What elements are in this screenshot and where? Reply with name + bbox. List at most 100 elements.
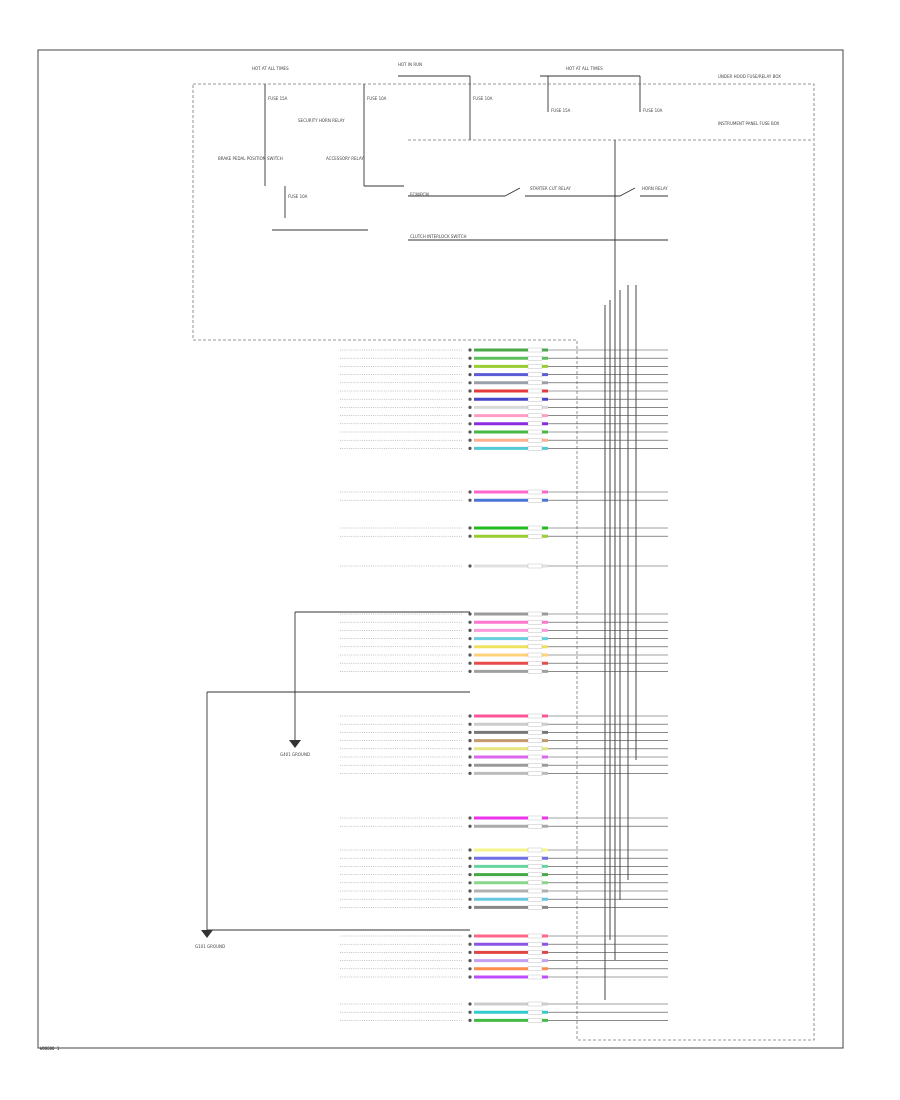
connector-pin [468, 714, 472, 718]
wire-color-code-box [527, 372, 543, 377]
connector-pin [468, 373, 472, 377]
wire-color-code-box [527, 421, 543, 426]
ground-label-lower: G101 GROUND [195, 944, 225, 949]
top-header: HOT AT ALL TIMES HOT IN RUN HOT AT ALL T… [252, 62, 781, 126]
connector-pin [468, 534, 472, 538]
connector-pin [468, 637, 472, 641]
wire-color-code-box [527, 397, 543, 402]
connector-pin [468, 498, 472, 502]
wire-color-code-box [527, 942, 543, 947]
diagram-border [37, 49, 844, 1049]
wire-row [340, 636, 668, 641]
connector-pin [468, 755, 472, 759]
wire-row [340, 864, 668, 869]
top-label-2: HOT IN RUN [398, 62, 422, 67]
wire-row [340, 372, 668, 377]
wire-row [340, 628, 668, 633]
wire-color-code-box [527, 1001, 543, 1007]
device-ecm-pcm: ECM/PCM [410, 192, 429, 197]
wire-color-code-box [527, 888, 543, 894]
wire-color-code-box [527, 446, 543, 451]
wire-color-code-box [527, 950, 543, 955]
connector-wire-rows [340, 347, 668, 1023]
wire-row [340, 713, 668, 719]
wire-color-code-box [527, 966, 543, 971]
wire-color-code-box [527, 356, 543, 361]
wire-row [340, 738, 668, 743]
connector-pin [468, 669, 472, 674]
connector-pin [468, 645, 472, 649]
connector-pin [468, 967, 472, 971]
wire-color-code-box [527, 847, 543, 853]
connector-pin [468, 422, 472, 426]
top-label-1: HOT AT ALL TIMES [252, 66, 289, 71]
right-header-1: UNDER HOOD FUSE/RELAY BOX [718, 74, 781, 79]
wire-color-code-box [527, 933, 543, 939]
connector-pin [468, 824, 472, 828]
connector-pin [468, 722, 472, 726]
connector-pin [468, 897, 472, 901]
connector-pin [468, 1018, 472, 1023]
wire-color-code-box [527, 974, 543, 980]
ground-label-upper: G401 GROUND [280, 752, 310, 757]
wire-row [340, 722, 668, 727]
wire-color-code-box [527, 958, 543, 963]
wire-color-code-box [527, 652, 543, 658]
wire-row [340, 754, 668, 760]
connector-pin [468, 747, 472, 751]
right-header-2: INSTRUMENT PANEL FUSE BOX [718, 121, 780, 126]
wire-row [340, 974, 668, 980]
connector-pin [468, 653, 472, 657]
wire-color-code-box [527, 438, 543, 443]
wire-row [340, 897, 668, 902]
wire-row [340, 563, 668, 569]
wire-row [340, 356, 668, 361]
wire-row [340, 489, 668, 495]
wire-row [340, 824, 668, 829]
wire-color-code-box [527, 628, 543, 633]
connector-pin [468, 889, 472, 893]
wire-color-code-box [527, 611, 543, 617]
connector-pin [468, 856, 472, 860]
connector-pin [468, 661, 472, 665]
fuse-label-1: FUSE 15A [268, 96, 288, 101]
connector-pin [468, 348, 472, 352]
connector-pin [468, 490, 472, 494]
left-bus-wires [206, 611, 470, 931]
device-clutch-interlock: CLUTCH INTERLOCK SWITCH [410, 234, 467, 239]
wire-color-code-box [527, 498, 543, 503]
wire-row [340, 364, 668, 369]
wire-row [340, 534, 668, 539]
wire-row [340, 1018, 668, 1023]
wire-color-code-box [527, 489, 543, 495]
wire-row [340, 421, 668, 426]
wire-row [340, 1010, 668, 1015]
connector-pin [468, 405, 472, 409]
connector-pin [468, 730, 472, 735]
wire-color-code-box [527, 534, 543, 539]
connector-pin [468, 446, 472, 450]
connector-pin [468, 763, 472, 767]
wire-row [340, 413, 668, 418]
wire-color-code-box [527, 880, 543, 885]
wire-color-code-box [527, 864, 543, 869]
wire-color-code-box [527, 763, 543, 768]
wire-row [340, 1001, 668, 1007]
wire-color-code-box [527, 713, 543, 719]
wire-color-code-box [527, 771, 543, 776]
footer-code: W00000 1 [40, 1046, 60, 1051]
wire-row [340, 950, 668, 955]
wire-row [340, 669, 668, 674]
wire-row [340, 730, 668, 735]
connector-pin [468, 816, 472, 820]
connector-pin [468, 564, 472, 568]
wire-row [340, 958, 668, 963]
connector-pin [468, 389, 472, 393]
ground-icon-upper [289, 740, 301, 748]
wire-color-code-box [527, 746, 543, 751]
wire-color-code-box [527, 856, 543, 861]
connector-pin [468, 959, 472, 963]
connector-pin [468, 364, 472, 368]
connector-pin [468, 905, 472, 910]
wire-color-code-box [527, 429, 543, 435]
